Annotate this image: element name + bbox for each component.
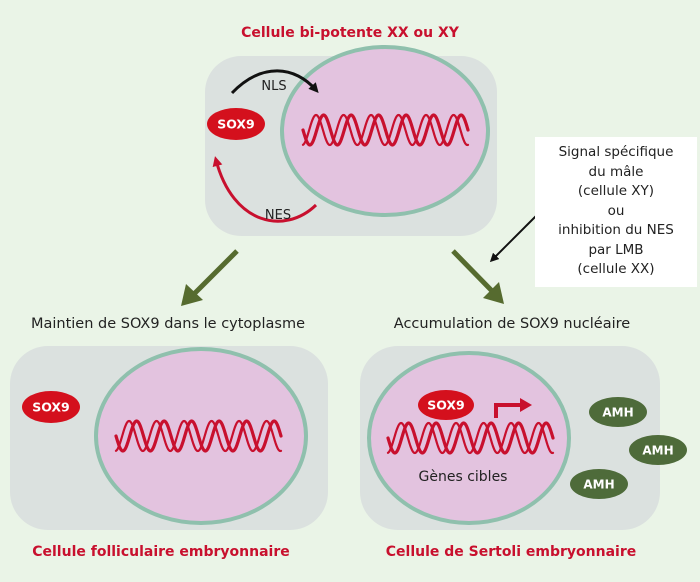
top-cell: SOX9 NLS NES [205,45,497,236]
nls-label: NLS [261,79,286,94]
dna-strand [386,421,555,455]
sertoli-dna-helix [386,421,555,455]
amh-label: AMH [642,444,673,458]
signal-box: Signal spécifique du mâle (cellule XY) o… [535,137,697,287]
follicular-dna-helix [114,419,283,453]
follicular-nucleus [94,347,308,525]
sertoli-cell: SOX9 Gènes cibles AMH AMH AMH [360,346,687,530]
follicular-cell: SOX9 [10,346,328,530]
nes-arrow [212,156,318,223]
nls-arrow [230,69,319,95]
left-caption: Maintien de SOX9 dans le cytoplasme [31,316,305,332]
signal-line: par LMB [588,241,644,258]
signal-line: (cellule XX) [577,261,655,277]
signal-line: inhibition du NES [558,222,674,238]
signal-line: (cellule XY) [577,183,655,199]
dna-strand [301,113,470,147]
dna-strand [301,113,470,147]
signal-line: ou [607,202,625,219]
dna-strand [114,419,283,453]
signal-arrow [489,211,541,263]
right-caption: Accumulation de SOX9 nucléaire [394,316,630,332]
signal-line: Signal spécifique [558,144,674,160]
amh-oval [629,435,687,465]
nes-label: NES [265,208,291,223]
sertoli-cell-title: Cellule de Sertoli embryonnaire [386,544,637,560]
follicular-cell-title: Cellule folliculaire embryonnaire [32,544,290,560]
amh-label: AMH [602,406,633,420]
arrow-to-sertoli [451,249,504,304]
amh-label: AMH [583,478,614,492]
top-dna-helix [301,113,470,147]
arrow-to-follicular [181,249,239,306]
transcription-arrow [494,398,532,418]
target-genes-label: Gènes cibles [419,469,508,485]
follicular-sox9-oval [22,391,80,423]
sertoli-sox9-oval [418,390,474,420]
top-sox9-oval [207,108,265,140]
follicular-sox9-label: SOX9 [32,400,70,415]
top-sox9-label: SOX9 [217,117,255,132]
amh-oval [570,469,628,499]
dna-strand [114,419,283,453]
dna-strand [386,421,555,455]
sertoli-sox9-label: SOX9 [427,398,465,413]
top-cell-title: Cellule bi-potente XX ou XY [241,25,460,41]
signal-line: du mâle [588,163,644,180]
amh-oval [589,397,647,427]
